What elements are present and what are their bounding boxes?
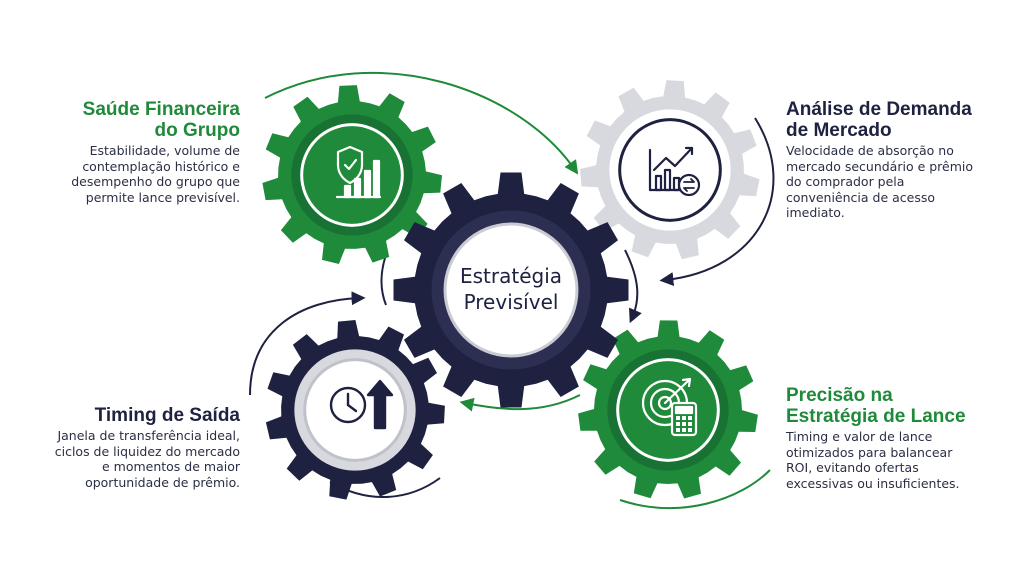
desc-line: desempenho do grupo que	[71, 174, 240, 189]
arrow-topleft-to-topright	[264, 71, 579, 175]
title-precisao-lance: Precisão na Estratégia de Lance	[786, 385, 1018, 427]
block-precisao-lance: Precisão na Estratégia de Lance Timing e…	[786, 385, 1018, 491]
target-calculator-icon	[641, 377, 698, 437]
desc-line: imediato.	[786, 205, 845, 220]
title-saude-financeira: Saúde Financeira do Grupo	[20, 99, 240, 141]
arrow-topleft-to-center	[380, 257, 387, 306]
desc-line: otimizados para balancear	[786, 444, 953, 460]
center-label-line1: Estratégia	[460, 264, 562, 288]
desc-timing-saida: Janela de transferência ideal, ciclos de…	[10, 428, 240, 490]
desc-line: mercado secundário e prêmio	[786, 158, 974, 174]
desc-line: e momentos de maior	[101, 459, 240, 474]
desc-line: ROI, evitando ofertas	[786, 460, 919, 475]
title-line: de Mercado	[786, 120, 892, 141]
block-analise-demanda: Análise de Demanda de Mercado Velocidade…	[786, 99, 1018, 221]
gear-hub	[616, 358, 720, 462]
arrow-topright-down	[659, 117, 775, 287]
block-saude-financeira: Saúde Financeira do Grupo Estabilidade, …	[20, 99, 240, 205]
desc-line: do comprador pela	[786, 174, 905, 189]
desc-precisao-lance: Timing e valor de lance otimizados para …	[786, 429, 1018, 491]
gear-hub	[300, 123, 404, 227]
title-timing-saida: Timing de Saída	[10, 405, 240, 426]
desc-line: Estabilidade, volume de	[89, 143, 240, 158]
clock-arrow-up-icon	[329, 379, 394, 430]
shield-bar-chart-icon	[335, 145, 382, 199]
gear-saude-financeira	[262, 85, 442, 264]
title-line: Estratégia de Lance	[786, 406, 966, 427]
block-timing-saida: Timing de Saída Janela de transferência …	[10, 405, 240, 490]
desc-line: Velocidade de absorção no	[786, 143, 954, 158]
desc-line: oportunidade de prêmio.	[85, 474, 240, 490]
arrow-bottomright-to-center	[459, 394, 581, 412]
desc-line: permite lance previsível.	[85, 189, 240, 205]
desc-line: ciclos de liquidez do mercado	[54, 443, 240, 459]
desc-saude-financeira: Estabilidade, volume de contemplação his…	[20, 143, 240, 205]
title-line: Saúde Financeira	[82, 99, 240, 120]
desc-analise-demanda: Velocidade de absorção no mercado secund…	[786, 143, 1018, 221]
gear-precisao-lance	[578, 320, 758, 499]
title-line: Análise de Demanda	[786, 99, 972, 120]
center-label-line2: Previsível	[464, 290, 559, 314]
arrow-bottomleft-to-center	[249, 291, 366, 396]
desc-line: conveniência de acesso	[786, 189, 936, 205]
desc-line: Janela de transferência ideal,	[57, 428, 240, 443]
desc-line: contemplação histórico e	[82, 158, 240, 174]
growth-chart-exchange-icon	[648, 146, 701, 197]
desc-line: Timing e valor de lance	[786, 429, 933, 444]
gear-hub	[443, 222, 579, 358]
desc-line: excessivas ou insuficientes.	[786, 475, 960, 491]
title-analise-demanda: Análise de Demanda de Mercado	[786, 99, 1018, 141]
title-line: Timing de Saída	[94, 405, 240, 426]
arrow-topright-to-bottomright	[624, 249, 642, 324]
title-line: Precisão na	[786, 385, 893, 406]
arrow-bottomright-loop	[619, 469, 771, 509]
gear-estrategia-previsivel	[393, 172, 629, 408]
title-line: do Grupo	[154, 120, 240, 141]
